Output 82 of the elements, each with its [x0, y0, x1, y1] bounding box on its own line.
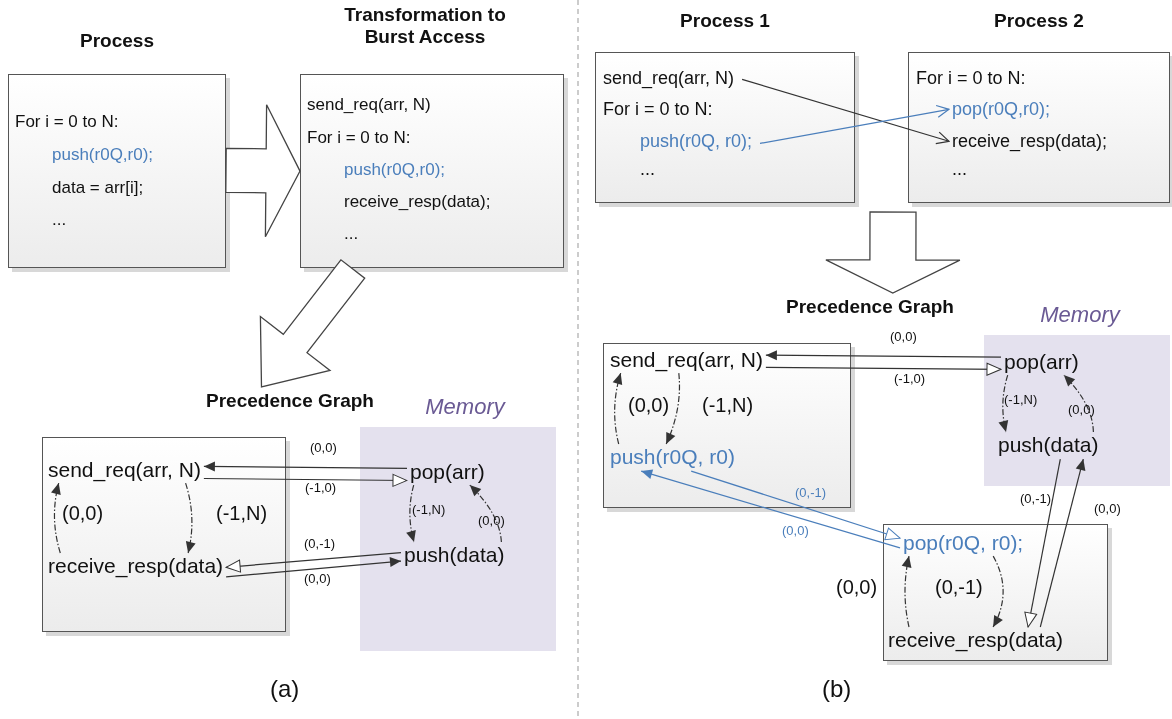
code-line: push(r0Q,r0); [344, 160, 446, 180]
arrow [998, 374, 1009, 433]
edge-label: (0,0) [1068, 403, 1095, 418]
operation-label: send_req(arr, N) [610, 348, 763, 373]
code-line: ... [52, 210, 67, 230]
edge-label: (0,0) [1094, 502, 1121, 517]
operation-label: receive_resp(data) [888, 628, 1064, 653]
arrow [469, 484, 502, 543]
box-heading: Process [79, 30, 155, 52]
code-line: send_req(arr, N) [307, 95, 431, 115]
section-heading: Precedence Graph [195, 390, 385, 412]
code-line: ... [640, 159, 655, 180]
section-heading: Precedence Graph [775, 296, 965, 318]
block-arrow [825, 211, 961, 294]
edge-label: (0,0) [310, 441, 337, 456]
edge-label: (0,-1) [795, 486, 827, 501]
arrow [1063, 374, 1094, 433]
code-line: ... [344, 224, 359, 244]
arrow [203, 461, 408, 472]
arrow [992, 555, 1004, 628]
code-line: receive_resp(data); [952, 131, 1108, 152]
code-line: For i = 0 to N: [307, 128, 411, 148]
edge-label: (0,0) [890, 330, 917, 345]
arrow [1024, 458, 1061, 628]
code-line: send_req(arr, N) [603, 68, 735, 89]
arrow [901, 555, 912, 628]
edge-label: (0,-1) [1020, 492, 1052, 507]
edge-label: (-1,N) [216, 502, 268, 525]
arrow [765, 350, 1002, 361]
edge-label: (-1,N) [412, 503, 446, 518]
arrow [612, 372, 623, 445]
operation-label: push(data) [404, 543, 505, 568]
code-line: receive_resp(data); [344, 192, 491, 212]
code-line: push(r0Q, r0); [640, 131, 753, 152]
operation-label: pop(arr) [1004, 350, 1079, 375]
code-line: For i = 0 to N: [15, 112, 119, 132]
arrow [225, 552, 402, 573]
edge-label: (0,0) [304, 572, 331, 587]
code-line: ... [952, 159, 967, 180]
box-heading: Transformation to Burst Access [343, 4, 507, 48]
operation-label: receive_resp(data) [48, 554, 224, 579]
arrow [765, 362, 1002, 376]
operation-label: push(data) [998, 433, 1099, 458]
arrow [185, 482, 196, 554]
code-line: For i = 0 to N: [916, 68, 1026, 89]
block-arrow [225, 104, 301, 238]
operation-label: pop(arr) [410, 460, 485, 485]
box-heading: Process 1 [679, 10, 771, 32]
subfigure-label: (a) [270, 675, 300, 703]
edge-label: (-1,0) [305, 481, 337, 496]
region-title: Memory [1039, 302, 1122, 328]
arrow [203, 473, 408, 487]
edge-label: (0,0) [836, 576, 878, 599]
arrow [741, 78, 950, 145]
code-line: data = arr[i]; [52, 178, 144, 198]
block-arrow [259, 258, 366, 388]
arrow [1039, 458, 1086, 628]
subfigure-label: (b) [822, 675, 852, 703]
arrow [406, 484, 417, 543]
edge-label: (0,0) [478, 514, 505, 529]
code-line: pop(r0Q,r0); [952, 99, 1051, 120]
box-heading: Process 2 [993, 10, 1085, 32]
code-line: For i = 0 to N: [603, 99, 713, 120]
operation-label: push(r0Q, r0) [610, 445, 735, 470]
edge-label: (0,0) [62, 502, 104, 525]
arrow [759, 104, 950, 144]
code-line: push(r0Q,r0); [52, 145, 154, 165]
operation-label: pop(r0Q, r0); [903, 531, 1024, 556]
edge-label: (-1,0) [894, 372, 926, 387]
arrow [225, 557, 402, 578]
arrow [690, 470, 901, 541]
operation-label: send_req(arr, N) [48, 458, 201, 483]
arrow [51, 482, 61, 554]
edge-label: (-1,N) [1004, 393, 1038, 408]
edge-label: (-1,N) [702, 394, 754, 417]
edge-label: (0,-1) [935, 576, 983, 599]
arrow [640, 469, 901, 549]
edge-label: (0,0) [782, 524, 809, 539]
edge-label: (0,-1) [304, 537, 336, 552]
edge-label: (0,0) [628, 394, 670, 417]
region-title: Memory [424, 394, 507, 420]
arrow [665, 372, 681, 445]
